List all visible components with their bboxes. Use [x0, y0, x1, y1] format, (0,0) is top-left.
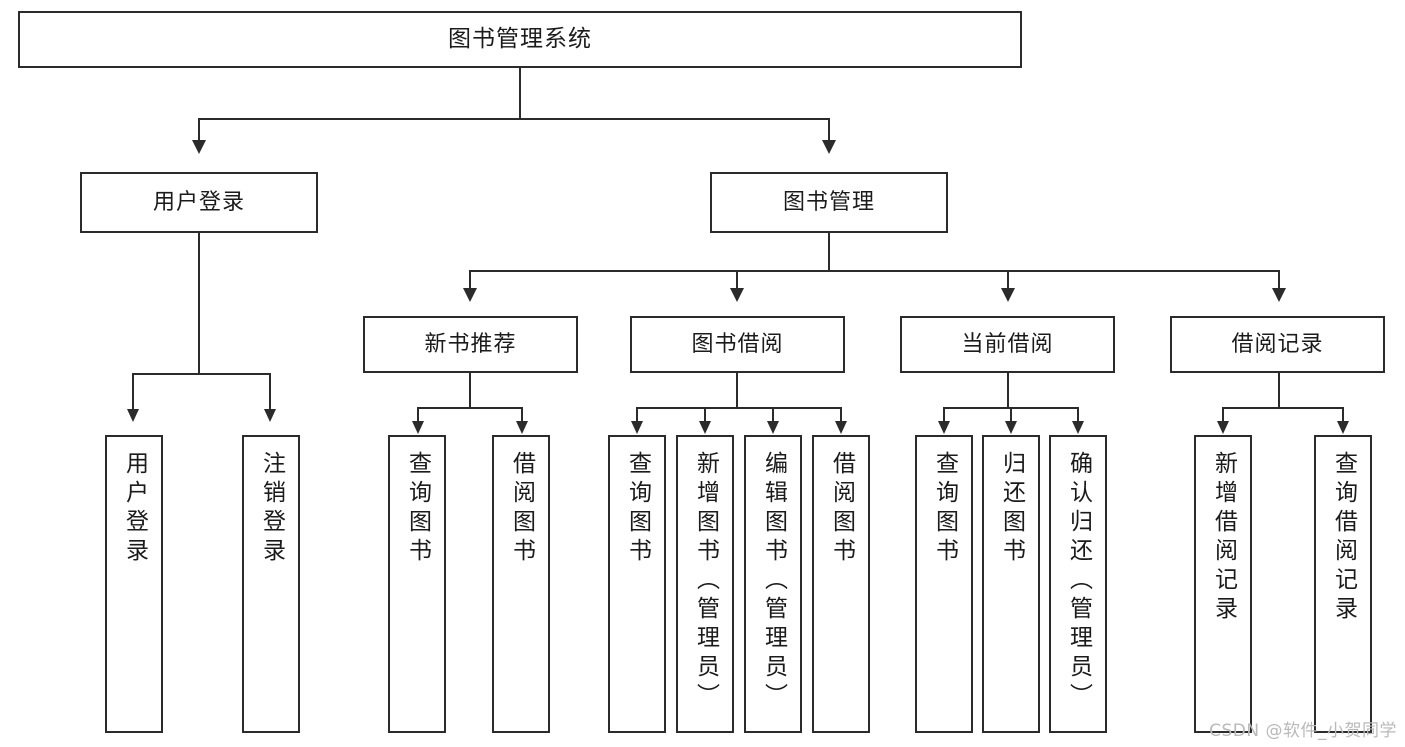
node-label: 新增图书（管理员） [692, 451, 719, 712]
arrowhead-leaf-current-borrow-2 [1005, 421, 1017, 434]
connector-user-login-stem [198, 233, 200, 374]
leaf-book-borrow-borrow[interactable]: 借阅图书 [812, 435, 870, 733]
connector-borrow-record-drop-2 [1342, 407, 1344, 421]
arrowhead-leaf-user-login-2 [264, 409, 276, 422]
connector-book-borrow-stem [736, 373, 738, 409]
connector-level3-bus [469, 270, 1280, 272]
arrowhead-leaf-current-borrow-3 [1072, 421, 1084, 434]
arrowhead-to-book-borrow [730, 288, 744, 302]
connector-borrow-record-bus [1222, 407, 1343, 409]
leaf-current-borrow-query[interactable]: 查询图书 [915, 435, 973, 733]
arrowhead-to-new-book [463, 288, 477, 302]
node-label: 借阅图书 [828, 451, 855, 567]
arrowhead-leaf-user-login-1 [127, 409, 139, 422]
connector-book-borrow-drop-3 [772, 407, 774, 421]
leaf-current-borrow-return[interactable]: 归还图书 [982, 435, 1040, 733]
node-label: 图书借阅 [691, 331, 784, 357]
node-label: 注销登录 [258, 451, 285, 567]
connector-new-book-stem [469, 373, 471, 409]
node-label: 确认归还（管理员） [1065, 451, 1092, 712]
arrowhead-to-user-login [192, 140, 206, 154]
arrowhead-leaf-book-borrow-1 [631, 421, 643, 434]
node-new-book-recommend[interactable]: 新书推荐 [363, 316, 578, 373]
arrowhead-leaf-borrow-record-2 [1337, 421, 1349, 434]
node-label: 新书推荐 [424, 331, 517, 357]
leaf-book-borrow-edit[interactable]: 编辑图书（管理员） [744, 435, 802, 733]
leaf-borrow-record-add[interactable]: 新增借阅记录 [1194, 435, 1252, 733]
node-label: 归还图书 [998, 451, 1025, 567]
node-book-borrow[interactable]: 图书借阅 [630, 316, 845, 373]
arrowhead-to-current-borrow [1001, 288, 1015, 302]
leaf-user-login-login[interactable]: 用户登录 [105, 435, 163, 733]
node-label: 编辑图书（管理员） [760, 451, 787, 712]
node-label: 查询图书 [624, 451, 651, 567]
connector-new-book-bus [417, 407, 522, 409]
connector-book-borrow-bus [636, 407, 842, 409]
node-label: 用户登录 [121, 451, 148, 567]
leaf-book-borrow-query[interactable]: 查询图书 [608, 435, 666, 733]
node-label: 查询图书 [404, 451, 431, 567]
node-user-login[interactable]: 用户登录 [80, 172, 318, 233]
node-root-system[interactable]: 图书管理系统 [18, 11, 1022, 68]
leaf-borrow-record-query[interactable]: 查询借阅记录 [1314, 435, 1372, 733]
leaf-user-login-logout[interactable]: 注销登录 [242, 435, 300, 733]
connector-book-manage-stem [828, 233, 830, 271]
leaf-new-book-borrow[interactable]: 借阅图书 [492, 435, 550, 733]
connector-level3-drop-3 [1007, 270, 1009, 288]
connector-user-login-bus [132, 373, 270, 375]
node-label: 查询图书 [931, 451, 958, 567]
leaf-current-borrow-confirm[interactable]: 确认归还（管理员） [1049, 435, 1107, 733]
node-label: 借阅记录 [1231, 331, 1324, 357]
node-label: 当前借阅 [961, 331, 1054, 357]
connector-root-drop-1 [198, 118, 200, 140]
arrowhead-to-book-manage [822, 140, 836, 154]
arrowhead-leaf-new-book-1 [412, 421, 424, 434]
arrowhead-leaf-new-book-2 [516, 421, 528, 434]
node-label: 新增借阅记录 [1210, 451, 1237, 625]
node-book-manage[interactable]: 图书管理 [710, 172, 948, 233]
arrowhead-to-borrow-record [1272, 288, 1286, 302]
connector-borrow-record-drop-1 [1222, 407, 1224, 421]
connector-root-stem [519, 68, 521, 119]
connector-book-borrow-drop-2 [704, 407, 706, 421]
connector-current-borrow-drop-2 [1010, 407, 1012, 421]
connector-root-drop-2 [828, 118, 830, 140]
connector-level3-drop-4 [1278, 270, 1280, 288]
node-label: 查询借阅记录 [1330, 451, 1357, 625]
connector-user-login-drop-1 [132, 373, 134, 409]
connector-user-login-drop-2 [269, 373, 271, 409]
arrowhead-leaf-borrow-record-1 [1217, 421, 1229, 434]
node-borrow-record[interactable]: 借阅记录 [1170, 316, 1385, 373]
arrowhead-leaf-current-borrow-1 [938, 421, 950, 434]
connector-current-borrow-drop-1 [943, 407, 945, 421]
connector-root-bus [198, 118, 830, 120]
connector-current-borrow-drop-3 [1077, 407, 1079, 421]
node-label: 用户登录 [152, 189, 245, 215]
connector-new-book-drop-1 [417, 407, 419, 421]
node-label: 借阅图书 [508, 451, 535, 567]
connector-new-book-drop-2 [521, 407, 523, 421]
connector-current-borrow-stem [1007, 373, 1009, 409]
arrowhead-leaf-book-borrow-4 [835, 421, 847, 434]
connector-book-borrow-drop-4 [840, 407, 842, 421]
node-label: 图书管理系统 [448, 25, 592, 52]
arrowhead-leaf-book-borrow-2 [699, 421, 711, 434]
connector-level3-drop-1 [469, 270, 471, 288]
leaf-new-book-query[interactable]: 查询图书 [388, 435, 446, 733]
node-label: 图书管理 [782, 189, 875, 215]
leaf-book-borrow-add[interactable]: 新增图书（管理员） [676, 435, 734, 733]
connector-level3-drop-2 [736, 270, 738, 288]
csdn-watermark: CSDN @软件_小贺同学 [1209, 721, 1397, 741]
connector-borrow-record-stem [1278, 373, 1280, 409]
arrowhead-leaf-book-borrow-3 [767, 421, 779, 434]
node-current-borrow[interactable]: 当前借阅 [900, 316, 1115, 373]
connector-book-borrow-drop-1 [636, 407, 638, 421]
